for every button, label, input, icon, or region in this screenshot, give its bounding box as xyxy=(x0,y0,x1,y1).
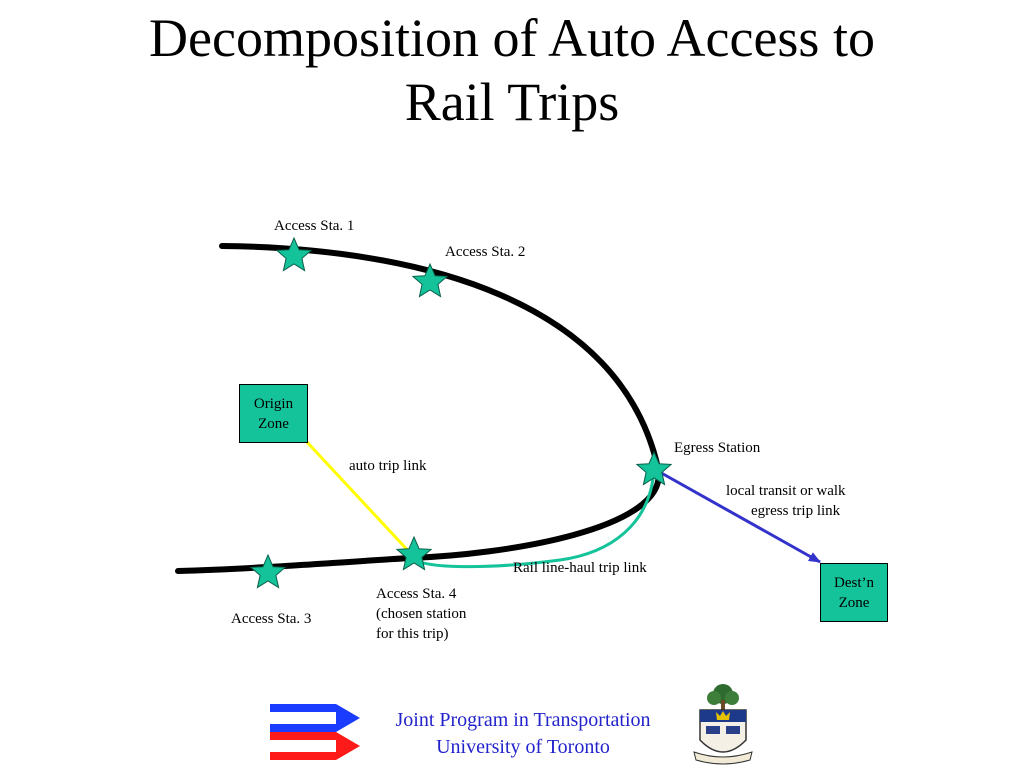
university-crest-icon xyxy=(693,684,753,765)
access-station-3-icon xyxy=(249,553,287,589)
origin-zone-label-line-1: Origin xyxy=(253,395,294,412)
rail-line-haul-label: Rail line-haul trip link xyxy=(513,560,647,576)
footer-line-1: Joint Program in Transportation xyxy=(395,709,651,731)
access-station-4-label-line-1: Access Sta. 4 xyxy=(376,586,457,602)
access-station-2-icon xyxy=(411,262,449,298)
auto-trip-link xyxy=(304,439,416,559)
origin-zone-label-line-2: Zone xyxy=(258,415,289,432)
title-line-2: Rail Trips xyxy=(404,72,620,132)
access-station-4-label-line-3: for this trip) xyxy=(376,626,449,642)
access-station-1-icon xyxy=(275,236,313,272)
footer-text: Joint Program in Transportation Universi… xyxy=(368,707,678,761)
jpt-logo-icon xyxy=(270,704,360,760)
auto-trip-link-label: auto trip link xyxy=(349,458,427,474)
footer-line-2: University of Toronto xyxy=(436,736,610,758)
access-station-4-label-line-2: (chosen station xyxy=(376,606,467,622)
destination-zone-box: Dest’n Zone xyxy=(820,563,888,622)
access-station-3-label: Access Sta. 3 xyxy=(231,611,312,627)
rail-haul-link xyxy=(412,469,656,569)
access-station-2-label: Access Sta. 2 xyxy=(445,244,526,260)
local-transit-label-line-2: egress trip link xyxy=(751,503,841,519)
egress-station-icon xyxy=(635,450,673,486)
destination-zone-label-line-2: Zone xyxy=(838,594,870,611)
egress-station-label: Egress Station xyxy=(674,440,761,456)
access-station-4-icon xyxy=(395,535,433,571)
local-transit-label-line-1: local transit or walk xyxy=(726,483,846,499)
origin-zone-box: Origin Zone xyxy=(239,384,308,443)
destination-zone-label-line-1: Dest’n xyxy=(834,574,874,591)
rail-line xyxy=(175,243,662,574)
egress-trip-link xyxy=(655,468,821,564)
access-station-1-label: Access Sta. 1 xyxy=(274,218,355,234)
slide-title: Decomposition of Auto Access to Rail Tri… xyxy=(0,6,1024,134)
title-line-1: Decomposition of Auto Access to xyxy=(149,8,875,68)
